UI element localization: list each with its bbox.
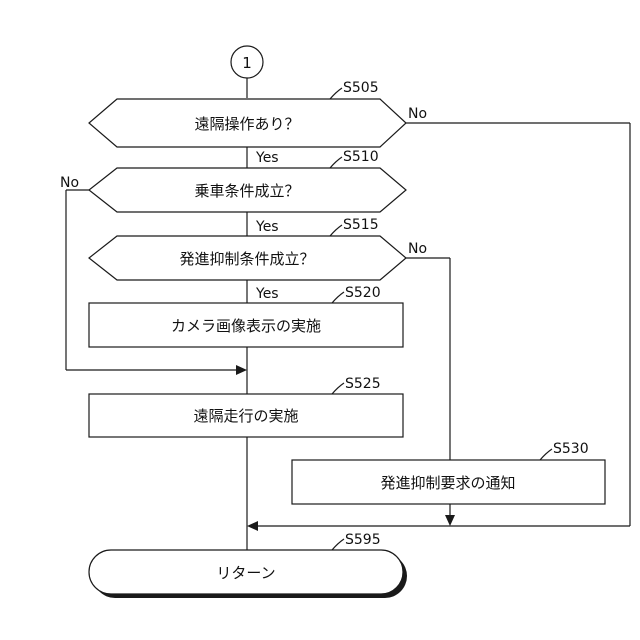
no-label-s505: No <box>408 106 427 122</box>
step-label-s520: S520 <box>345 285 381 301</box>
connector-label: 1 <box>242 54 252 72</box>
step-leader <box>330 225 342 236</box>
yes-label-s515: Yes <box>255 286 279 302</box>
arrowhead <box>247 521 258 531</box>
step-leader <box>540 449 552 460</box>
process-s525-text: 遠隔走行の実施 <box>193 407 298 425</box>
decision-s505-text: 遠隔操作あり？ <box>194 115 299 133</box>
yes-label-s505: Yes <box>255 150 279 166</box>
step-label-s595: S595 <box>345 532 381 548</box>
yes-label-s510: Yes <box>255 219 279 235</box>
step-leader <box>332 383 344 394</box>
no-label-s515: No <box>408 241 427 257</box>
terminal-text: リターン <box>216 564 275 582</box>
arrowhead <box>445 515 455 526</box>
no-label-s510: No <box>60 175 79 191</box>
step-label-s530: S530 <box>553 441 589 457</box>
step-label-s510: S510 <box>343 149 379 165</box>
decision-s515-text: 発進抑制条件成立？ <box>179 250 314 268</box>
step-label-s515: S515 <box>343 217 379 233</box>
process-s520-text: カメラ画像表示の実施 <box>171 317 321 335</box>
arrowhead <box>236 365 247 375</box>
step-leader <box>332 292 344 303</box>
step-leader <box>330 157 342 168</box>
process-s530-text: 発進抑制要求の通知 <box>380 474 515 492</box>
decision-s510-text: 乗車条件成立？ <box>194 182 299 200</box>
step-leader <box>330 88 342 99</box>
step-label-s525: S525 <box>345 376 381 392</box>
step-leader <box>332 539 344 550</box>
step-label-s505: S505 <box>343 80 379 96</box>
